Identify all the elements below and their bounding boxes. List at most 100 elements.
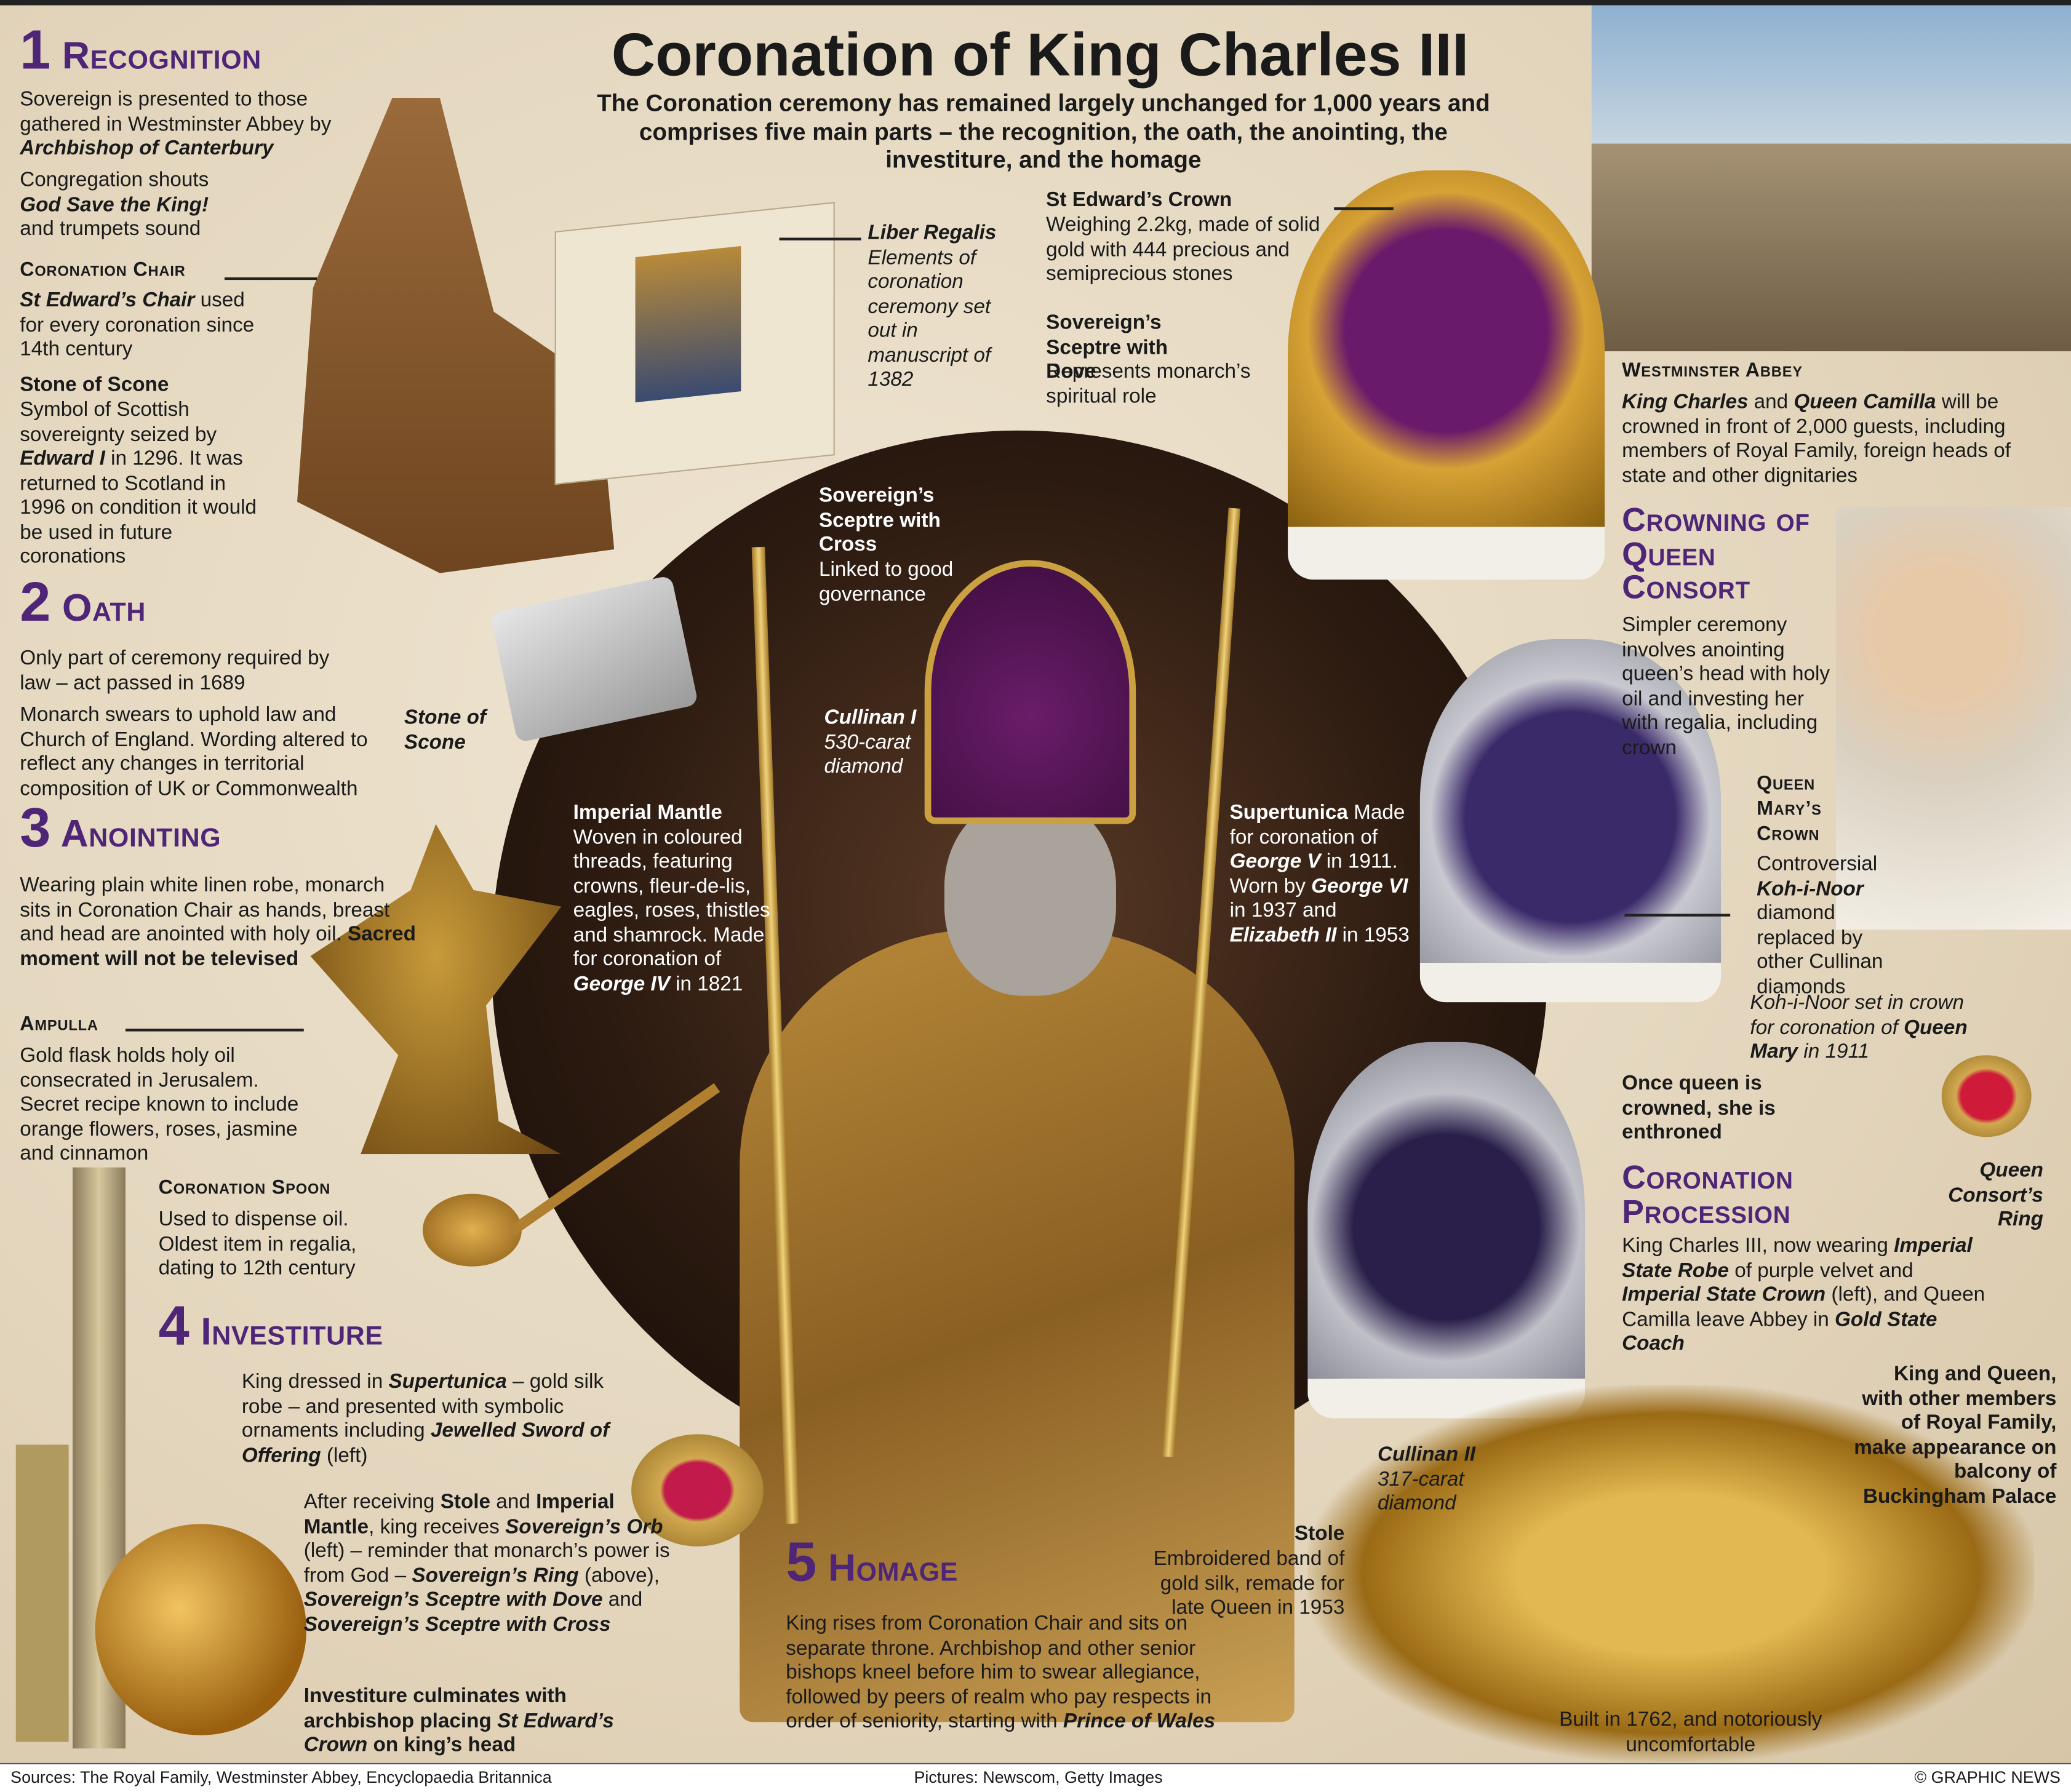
text-run: Woven in coloured threads, featuring cro… [573, 826, 770, 971]
text-run: (above), [578, 1564, 660, 1587]
section-number: 4 [158, 1294, 190, 1356]
text-run: George VI [1311, 875, 1408, 898]
ampulla-label: Ampulla [20, 1013, 98, 1036]
queen-marys-crown-image [1419, 639, 1722, 1003]
sovereigns-ring-image [631, 1434, 764, 1547]
pictures-credit: Pictures: Newscom, Getty Images [914, 1768, 1163, 1787]
text-run: used for every coronation since 14th cen… [20, 289, 255, 361]
sceptre-dove-text: Represents monarch’s spiritual role [1046, 360, 1251, 408]
imperial-mantle-label: Imperial Mantle Woven in coloured thread… [573, 802, 772, 997]
coronation-chair-text: St Edward’s Chair used for every coronat… [20, 289, 264, 362]
text-run: Controversial [1757, 853, 1878, 876]
imperial-state-crown-image [1307, 1041, 1586, 1419]
text-run: Sovereign is presented to those gathered… [20, 88, 332, 136]
section-title: Oath [62, 587, 146, 630]
text-run: St Edward’s Crown [303, 1709, 614, 1757]
text-run: of purple velvet and [1728, 1259, 1913, 1282]
westminster-abbey-label: Westminster Abbey [1622, 359, 1803, 382]
anointing-text: Wearing plain white linen robe, monarch … [20, 874, 416, 972]
koh-i-noor-note: Koh-i-Noor set in crown for coronation o… [1750, 992, 1987, 1065]
text-run: diamond replaced by other Cullinan diamo… [1757, 902, 1883, 998]
text-run: Stole [440, 1491, 491, 1514]
text-run: God Save the King! [20, 193, 209, 216]
text-run: After receiving [303, 1491, 441, 1514]
coach-note: Built in 1762, and notoriously uncomfort… [1559, 1708, 1822, 1756]
text-run: in 1937 and [1229, 899, 1337, 922]
section-number: 2 [20, 570, 52, 633]
recognition-text-1: Sovereign is presented to those gathered… [20, 89, 343, 162]
page-subtitle: The Coronation ceremony has remained lar… [597, 89, 1490, 173]
text-run: in 1296. It was returned to Scotland in … [20, 447, 257, 568]
text-run: Sovereign’s Sceptre with Dove [303, 1588, 603, 1611]
enthroned-note: Once queen is crowned, she is enthroned [1622, 1072, 1776, 1144]
text-run: George IV [573, 973, 670, 995]
gold-state-coach-image [1307, 1385, 2034, 1762]
stone-of-scone-text: Symbol of Scottish sovereignty seized by… [20, 399, 271, 570]
text-run: (left) [321, 1444, 368, 1467]
st-edwards-crown-image [1288, 170, 1605, 580]
queen-marys-crown-label: Queen Mary’s Crown [1757, 772, 1822, 845]
text-run: and [1748, 391, 1794, 413]
queen-camilla-photo [1835, 507, 2071, 930]
sceptre-cross-text: Linked to good governance [818, 559, 954, 606]
text-run: and [602, 1588, 643, 1611]
text-run: , king receives [369, 1515, 506, 1538]
section-heading-procession: Coronation Procession [1622, 1159, 1794, 1230]
text-run: Sovereign’s Sceptre with Cross [303, 1613, 611, 1636]
procession-text: King Charles III, now wearing Imperial S… [1622, 1235, 1985, 1357]
queen-consort-text: Simpler ceremony involves anointing quee… [1622, 614, 1830, 759]
sources-credit: Sources: The Royal Family, Westminster A… [10, 1768, 552, 1787]
st-edwards-crown-text: Weighing 2.2kg, made of solid gold with … [1046, 213, 1320, 285]
recognition-text-2: Congregation shouts God Save the King! a… [20, 169, 244, 242]
section-number: 5 [786, 1531, 818, 1593]
section-heading-homage: 5 Homage [786, 1534, 958, 1590]
section-number: 3 [20, 796, 52, 859]
text-run: King dressed in [241, 1371, 389, 1393]
text-run: King rises from Coronation Chair and sit… [786, 1612, 1211, 1733]
westminster-abbey-photo [1591, 5, 2071, 352]
cullinan-ii-label: Cullinan II 317-carat diamond [1378, 1443, 1483, 1516]
text-run: Archbishop of Canterbury [20, 137, 274, 160]
sovereigns-orb-image [95, 1524, 307, 1735]
text-run: Elizabeth II [1229, 923, 1337, 947]
section-heading-oath: 2 Oath [20, 574, 146, 630]
oath-text-1: Only part of ceremony required by law – … [20, 647, 330, 695]
text-run: King Charles III, now wearing [1622, 1235, 1894, 1257]
text-run: on king’s head [367, 1734, 516, 1757]
stole-title: Stole [1294, 1523, 1345, 1545]
text-run: Imperial State Robe [1622, 1235, 1973, 1282]
text-run: Koh-i-Noor [1757, 877, 1864, 900]
text-run: Jewelled Sword of Offering [241, 1419, 610, 1467]
cullinan-i-label: Cullinan I 530-carat diamond [824, 706, 936, 779]
investiture-text-3: Investiture culminates with archbishop p… [304, 1685, 647, 1758]
text-run: Made for coronation of [1229, 802, 1405, 849]
text-run: St Edward’s Chair [20, 289, 195, 312]
text-run: Sovereign’s Orb [505, 1515, 663, 1538]
text-run: Koh-i-Noor set in crown for coronation o… [1750, 992, 1965, 1039]
coronation-spoon-image [422, 1193, 522, 1267]
investiture-text-1: King dressed in Supertunica – gold silk … [242, 1371, 638, 1468]
leader-line [1334, 207, 1394, 210]
text-run: – gold silk robe – and presented with sy… [241, 1371, 604, 1443]
text-run: will be crowned in front of 2,000 guests… [1622, 391, 2011, 487]
leader-line [779, 237, 861, 240]
text-run: and [490, 1491, 537, 1514]
text-run: Imperial Mantle [303, 1491, 615, 1538]
leader-line [1624, 914, 1731, 916]
queen-consorts-ring-label: Queen Consort’s Ring [1948, 1159, 2043, 1231]
section-title: Anointing [60, 813, 221, 856]
text-run: Sovereign’s Ring [412, 1564, 579, 1587]
text-run: Elements of coronation ceremony set out … [868, 246, 991, 391]
queen-consorts-ring-image [1941, 1055, 2032, 1137]
section-heading-anointing: 3 Anointing [20, 800, 221, 856]
page-title: Coronation of King Charles III [611, 20, 1469, 89]
liber-regalis-label: Liber Regalis Elements of coronation cer… [868, 222, 1013, 393]
leader-line [224, 277, 317, 280]
text-run: Queen Mary [1750, 1016, 1968, 1064]
section-title: Recognition [62, 35, 261, 78]
section-heading-queen-consort: Crowning of Queen Consort [1622, 501, 1810, 607]
graphic-news-credit: © GRAPHIC NEWS [1914, 1768, 2061, 1787]
text-run: George V [1229, 850, 1321, 873]
section-number: 1 [20, 18, 52, 81]
